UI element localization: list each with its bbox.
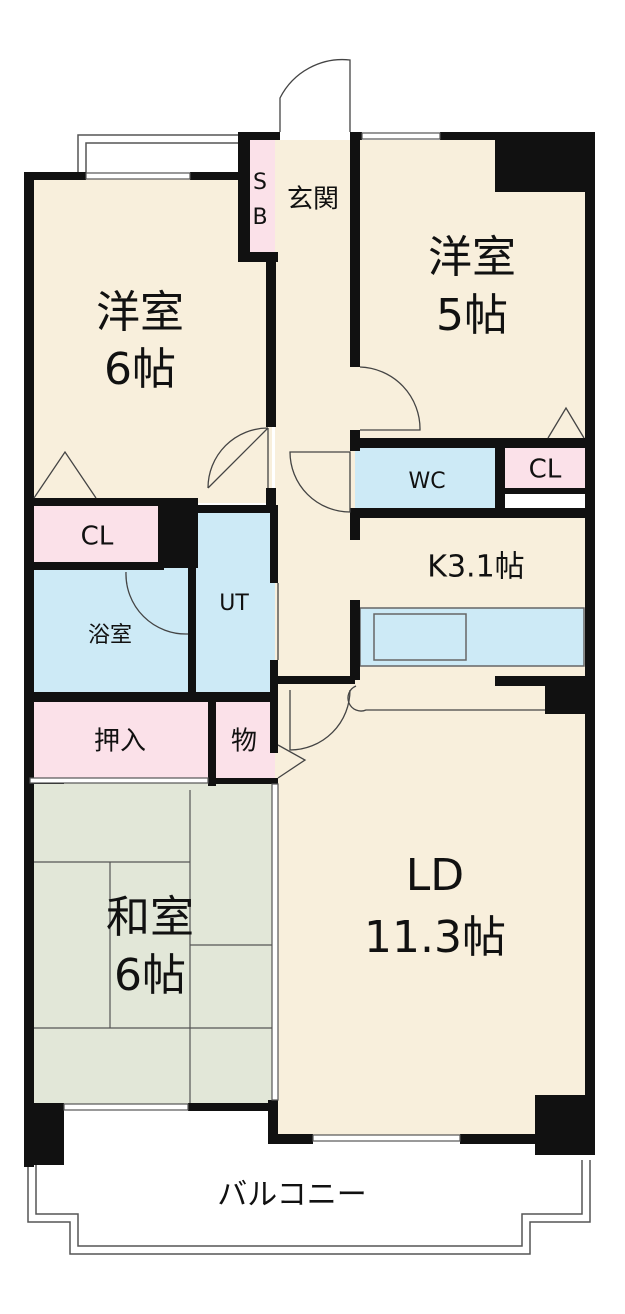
windows <box>29 132 461 1142</box>
bathroom-floor <box>30 568 190 696</box>
bathroom-label: 浴室 <box>88 623 132 648</box>
western-room-right-size: 5帖 <box>436 290 508 341</box>
shoe-box-label-bottom: B <box>252 205 267 230</box>
storage-floor <box>214 702 276 782</box>
closet-markers <box>33 406 585 499</box>
entrance-label: 玄関 <box>287 185 339 215</box>
living-dining-size: 11.3帖 <box>364 912 506 963</box>
oshiire-floor <box>30 702 210 782</box>
western-room-left-size: 6帖 <box>104 344 176 395</box>
living-dining-floor <box>275 680 587 1140</box>
balcony-label: バルコニー <box>217 1178 366 1213</box>
kitchen-label: K3.1帖 <box>427 550 524 585</box>
kitchen-counter <box>359 607 585 667</box>
western-room-right-name: 洋室 <box>428 232 516 283</box>
toilet-label: WC <box>408 469 445 494</box>
japanese-room-size: 6帖 <box>114 950 186 1001</box>
shoe-box-label-top: S <box>253 170 267 195</box>
balcony-outline <box>27 1160 591 1255</box>
closet-right-floor <box>502 448 587 492</box>
upper-balcony-rail <box>77 134 240 178</box>
utility-label: UT <box>219 591 249 616</box>
hallway-floor <box>275 140 355 680</box>
closet-left-label: CL <box>81 522 114 552</box>
western-room-left-floor <box>30 178 272 503</box>
utility-floor <box>195 510 275 696</box>
closet-right-label: CL <box>529 455 562 485</box>
kitchen-sink <box>373 613 467 661</box>
doors <box>125 58 545 779</box>
toilet-floor <box>355 448 495 512</box>
oshiire-label: 押入 <box>94 727 146 757</box>
tatami-lines <box>30 790 275 1105</box>
western-room-left-name: 洋室 <box>96 287 184 338</box>
walls <box>24 132 595 1167</box>
living-dining-name: LD <box>406 850 464 901</box>
closet-left-floor <box>30 503 158 565</box>
storage-label: 物 <box>231 727 257 757</box>
japanese-room-name: 和室 <box>106 892 194 943</box>
